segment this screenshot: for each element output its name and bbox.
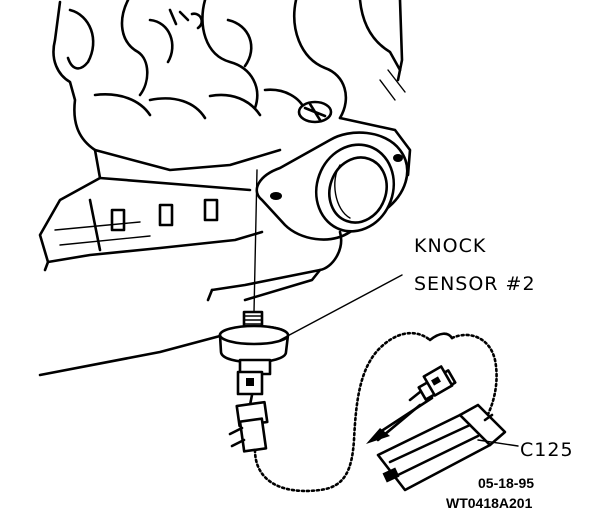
block-ledge: [38, 230, 343, 377]
knock-sensor-label-line2: SENSOR #2: [414, 273, 536, 295]
knock-sensor-leader: [279, 274, 403, 341]
figure-code: WT0418A201: [446, 495, 533, 511]
sensor-boss-flange: [255, 131, 409, 241]
connect-arrow: [366, 396, 434, 444]
c125-leader: [477, 439, 519, 447]
install-centerline: [253, 169, 258, 313]
knock-sensor-label-line1: KNOCK: [414, 235, 486, 257]
date-code: 05-18-95: [478, 475, 534, 491]
sensor-wire-harness: [228, 331, 498, 493]
engine-block: [38, 0, 412, 272]
knock-sensor: [218, 310, 290, 396]
c125-label: C125: [520, 439, 574, 461]
c125-connector-mating: [408, 365, 457, 402]
c125-connector: [376, 403, 507, 492]
